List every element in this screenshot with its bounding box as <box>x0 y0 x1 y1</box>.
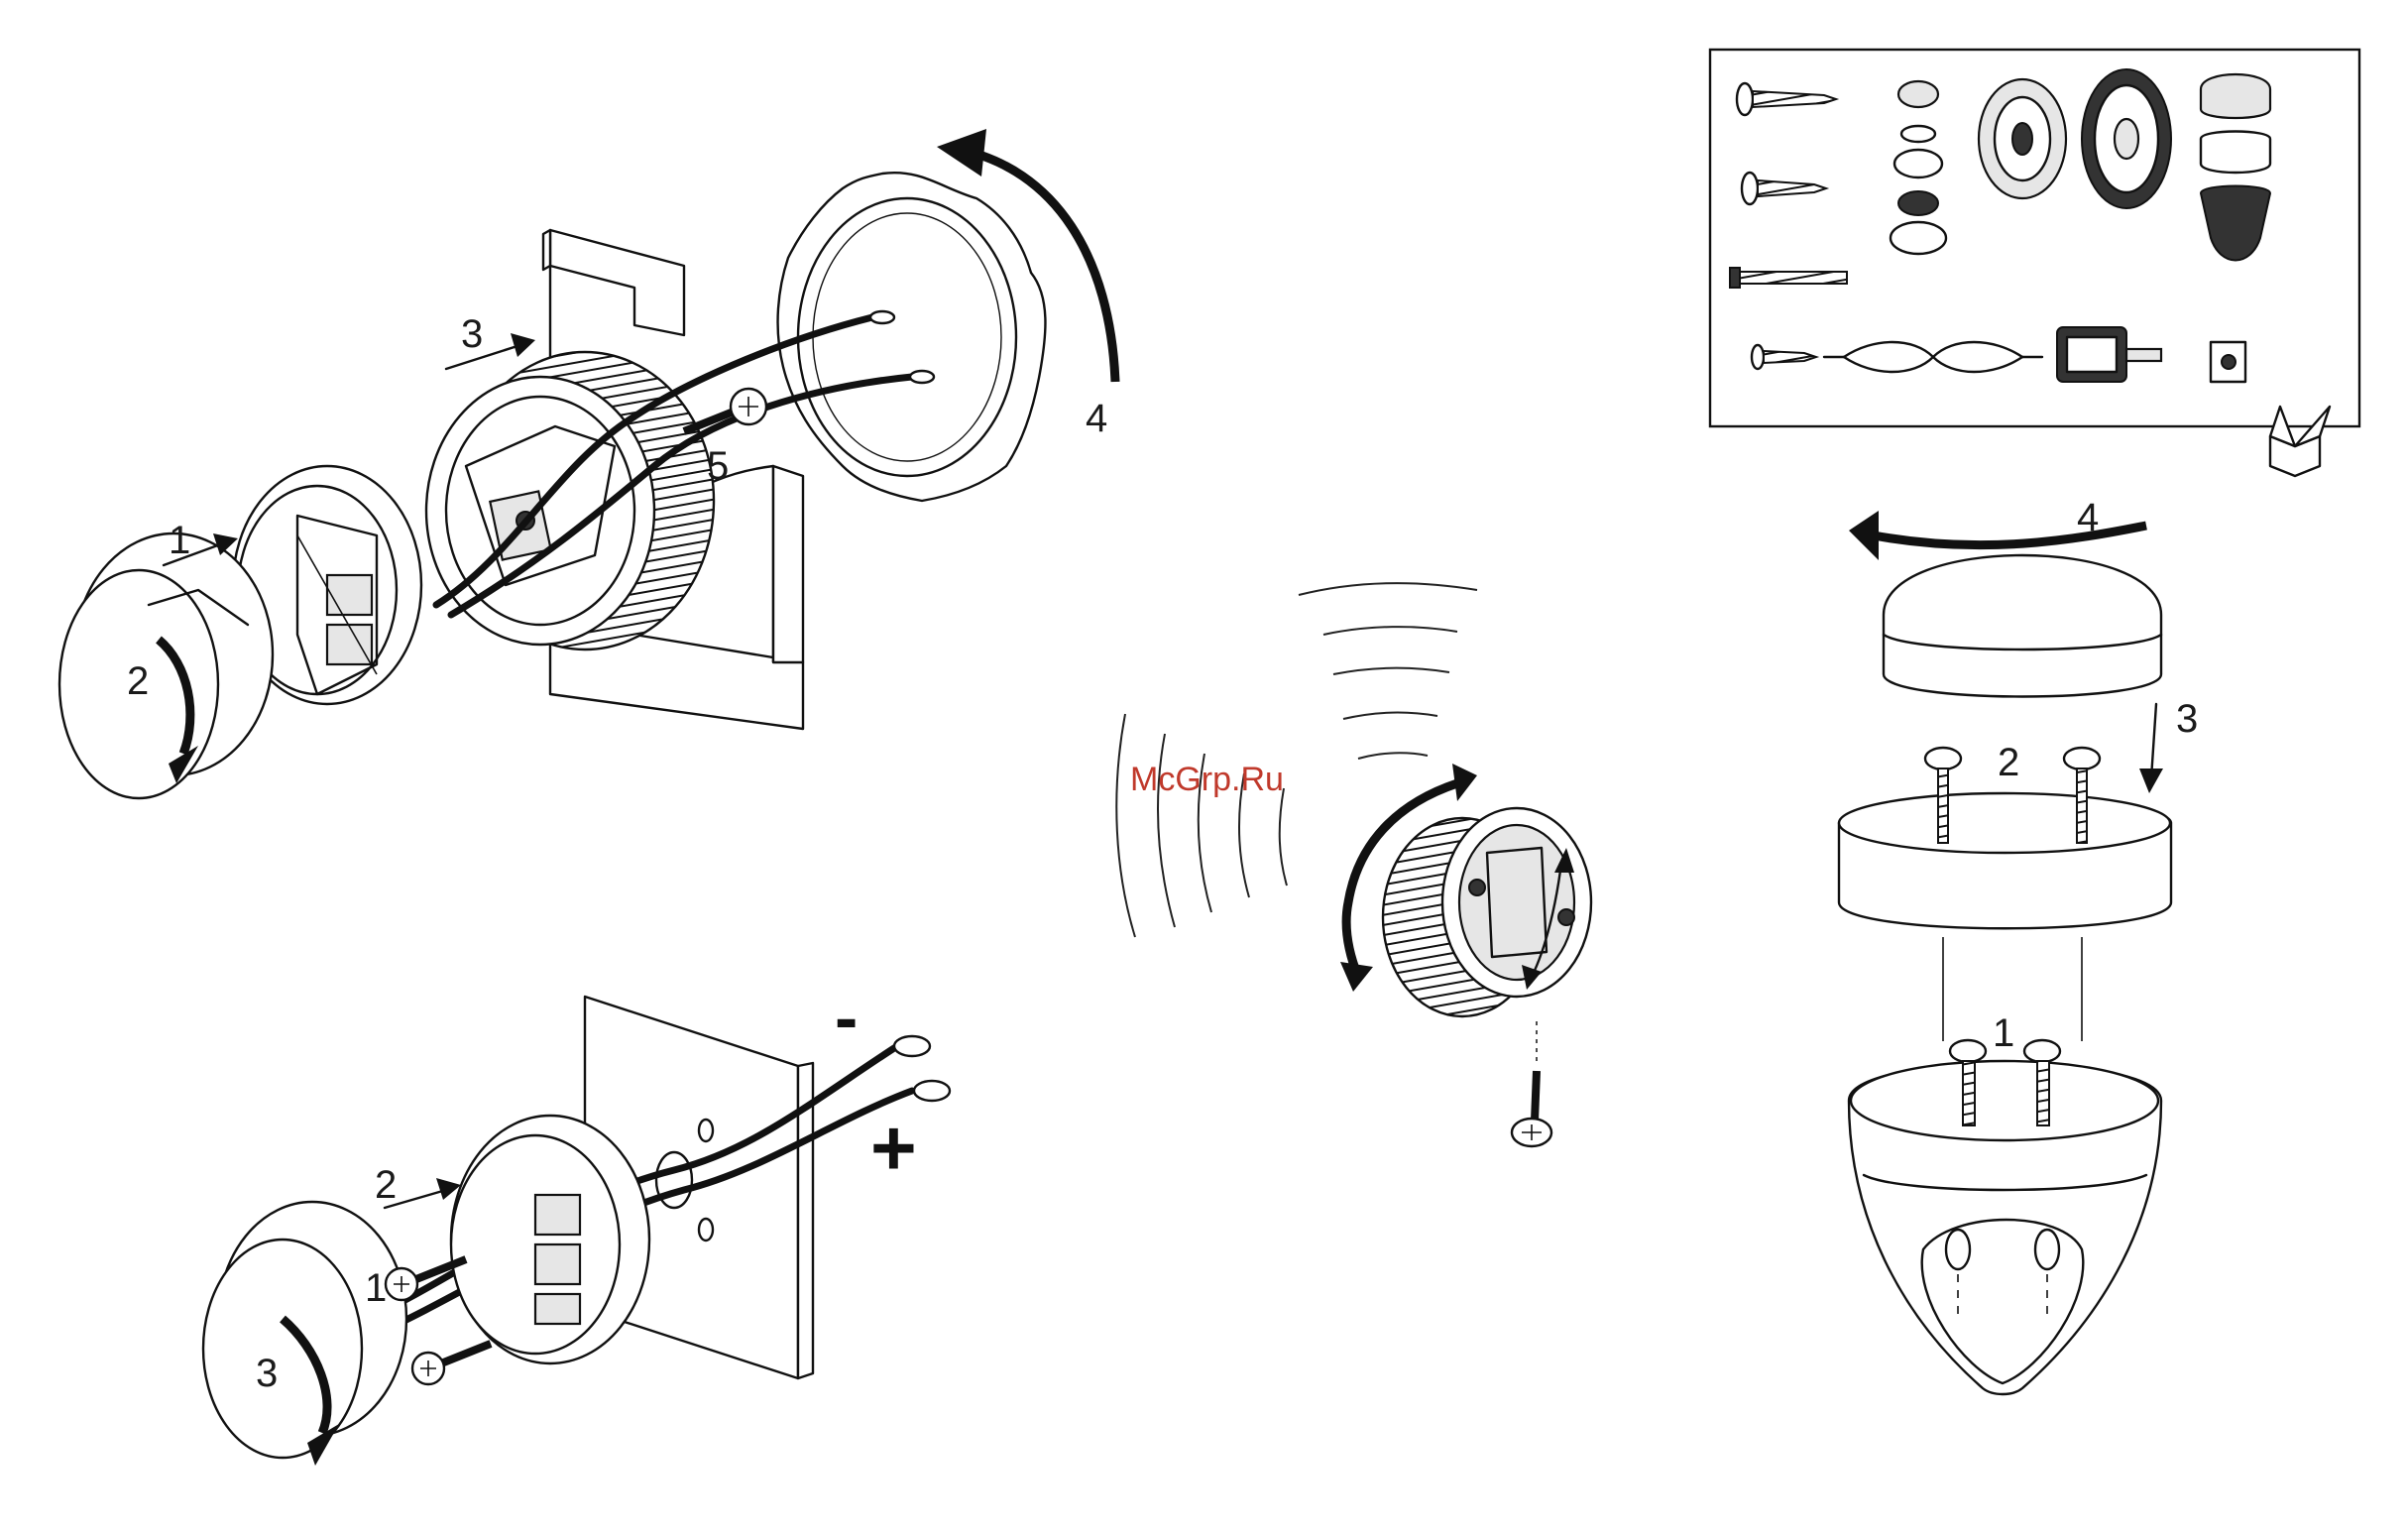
panel-tweeter-surface-mount: 1 2 3 - + <box>203 979 950 1466</box>
wire-terminal-second <box>910 371 934 383</box>
step-label-4: 4 <box>2077 496 2099 539</box>
plus-sign: + <box>870 1104 917 1192</box>
watermark: McGrp.Ru <box>1130 761 1284 798</box>
step-label-3: 3 <box>461 312 483 356</box>
panel-pod-mount: 1 2 3 4 <box>1839 496 2198 1394</box>
speaker-grille-icon <box>2082 69 2171 208</box>
rotate-arrow-head <box>937 129 986 177</box>
pod-base <box>1849 1061 2161 1394</box>
machine-screw-icon <box>1730 268 1847 288</box>
adjust-screw <box>1512 1021 1551 1146</box>
step-label-1: 1 <box>169 519 190 562</box>
minus-sign: - <box>835 979 858 1056</box>
surface-housing <box>451 1116 649 1363</box>
surface-cap <box>203 1202 406 1458</box>
step-label-2: 2 <box>127 659 149 703</box>
step-arrow-cup <box>446 345 520 369</box>
clip-icon <box>2211 342 2245 382</box>
tweeter-cap <box>59 533 273 798</box>
step-label-2: 2 <box>375 1163 397 1207</box>
pod-dome-cap <box>1884 555 2161 697</box>
panel-tweeter-flush-mount: 1 2 3 4 5 <box>59 129 1115 798</box>
screw-lower <box>412 1344 491 1384</box>
rotate-arrow-dome <box>1874 526 2146 545</box>
coaxial-speaker-icon <box>1979 79 2066 198</box>
step-arrow-lower-dome <box>2151 704 2156 778</box>
pod-stack-icon <box>2201 74 2270 261</box>
step-label-1: 1 <box>1993 1011 2014 1055</box>
wire-terminal <box>870 311 894 323</box>
step-label-4: 4 <box>1086 397 1107 440</box>
ring-terminal-minus <box>894 1036 930 1056</box>
panel-aim-adjustment <box>1116 583 1591 1146</box>
pod-ring <box>1839 793 2171 928</box>
parts-box <box>1710 50 2359 476</box>
aimable-tweeter <box>1383 808 1591 1016</box>
step-label-2: 2 <box>1998 741 2019 784</box>
step-label-3: 3 <box>256 1352 278 1395</box>
step-label-1: 1 <box>365 1266 387 1310</box>
retaining-ring <box>778 173 1046 501</box>
screw-hole-lower <box>699 1219 713 1241</box>
ring-terminal-plus <box>914 1081 950 1101</box>
step-label-3: 3 <box>2176 697 2198 741</box>
screw-hole <box>699 1120 713 1141</box>
step-label-5: 5 <box>707 444 729 488</box>
